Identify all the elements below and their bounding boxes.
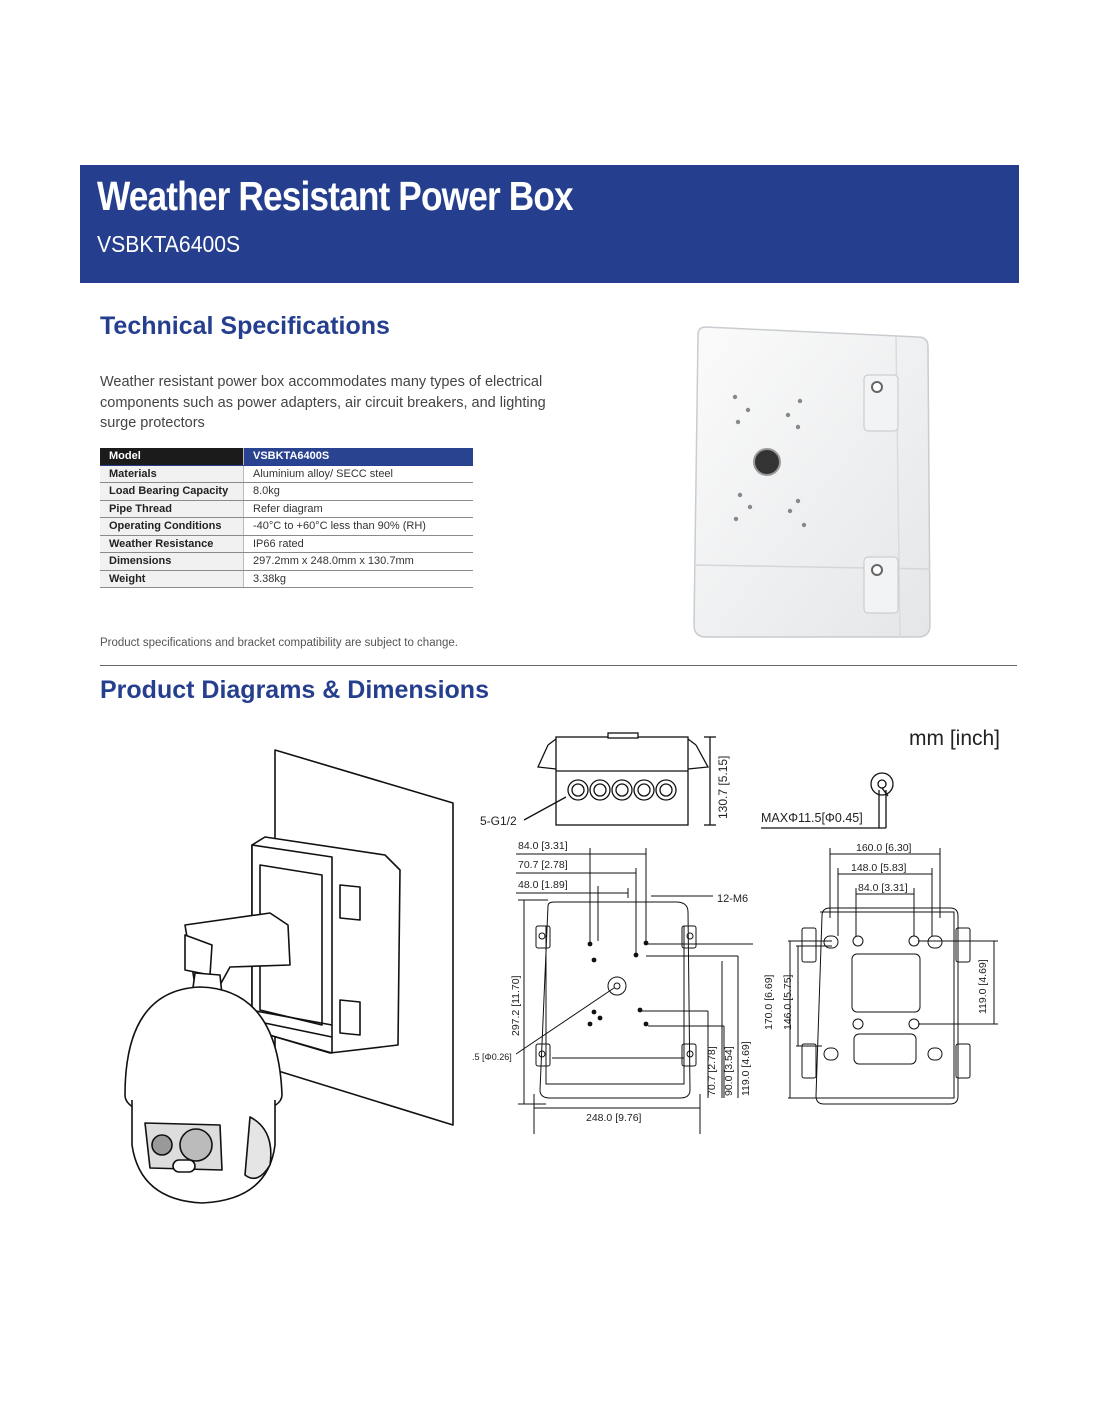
top-view-diagram: 5-G1/2 130.7 [5.15] — [480, 732, 730, 828]
dim-v90-label: 90.0 [3.54] — [723, 1046, 735, 1096]
product-photo — [693, 326, 931, 638]
dim-84-label: 84.0 [3.31] — [518, 840, 568, 852]
page-title: Weather Resistant Power Box — [97, 173, 574, 219]
table-row: Load Bearing Capacity 8.0kg — [100, 482, 473, 501]
model-number: VSBKTA6400S — [97, 231, 241, 257]
description: Weather resistant power box accommodates… — [100, 374, 546, 431]
front-view-diagram: 84.0 [3.31] 70.7 [2.78] 48.0 [1.89] 12-M… — [472, 840, 753, 1134]
spec-label: Dimensions — [100, 552, 244, 571]
tech-spec-heading: Technical Specifications — [100, 312, 390, 340]
depth-label: 130.7 [5.15] — [716, 756, 730, 819]
pipe-thread-label: 5-G1/2 — [480, 814, 517, 828]
cable-hole — [753, 448, 781, 476]
dim-148-label: 148.0 [5.83] — [851, 862, 907, 874]
table-row: Operating Conditions -40°C to +60°C less… — [100, 517, 473, 536]
max-hole-label: MAXΦ11.5[Φ0.45] — [761, 811, 863, 825]
spec-label: Weight — [100, 570, 244, 588]
dim-160-label: 160.0 [6.30] — [856, 842, 912, 854]
dim-r119-label: 119.0 [4.69] — [977, 959, 989, 1014]
spec-label: Weather Resistance — [100, 535, 244, 553]
spec-table-header: Model VSBKTA6400S — [100, 448, 473, 466]
section-divider — [100, 665, 1017, 666]
spec-value: Refer diagram — [243, 500, 473, 518]
table-row: Dimensions 297.2mm x 248.0mm x 130.7mm — [100, 552, 473, 571]
spec-value: 297.2mm x 248.0mm x 130.7mm — [243, 552, 473, 571]
back-view-diagram: 160.0 [6.30] 148.0 [5.83] 84.0 [3.31] 17… — [763, 842, 998, 1105]
table-row: Materials Aluminium alloy/ SECC steel — [100, 465, 473, 483]
dim-146-label: 146.0 [5.75] — [782, 974, 794, 1030]
spec-label: Load Bearing Capacity — [100, 482, 244, 501]
units-label: mm [inch] — [909, 727, 1001, 750]
dim-v119-label: 119.0 [4.69] — [740, 1041, 752, 1096]
header-banner: Weather Resistant Power Box VSBKTA6400S — [80, 165, 1019, 283]
spec-value: 3.38kg — [243, 570, 473, 588]
diagrams-heading: Product Diagrams & Dimensions — [100, 676, 489, 704]
dim-v70-label: 70.7 [2.78] — [706, 1046, 718, 1096]
spec-value: VSBKTA6400S — [243, 448, 473, 466]
dim-70-label: 70.7 [2.78] — [518, 859, 568, 871]
spec-label: Materials — [100, 465, 244, 483]
m6-label: 12-M6 — [717, 893, 748, 905]
height-297-label: 297.2 [11.70] — [510, 975, 522, 1036]
dim-170-label: 170.0 [6.69] — [763, 974, 775, 1030]
table-row: Weather Resistance IP66 rated — [100, 535, 473, 553]
width-248-label: 248.0 [9.76] — [586, 1112, 642, 1124]
table-row: Pipe Thread Refer diagram — [100, 500, 473, 518]
spec-value: IP66 rated — [243, 535, 473, 553]
spec-value: -40°C to +60°C less than 90% (RH) — [243, 517, 473, 536]
table-row: Weight 3.38kg — [100, 570, 473, 588]
pipe-thread-ports — [567, 779, 677, 801]
mounted-camera-illustration — [124, 749, 454, 1204]
spec-value: Aluminium alloy/ SECC steel — [243, 465, 473, 483]
dim-r84-label: 84.0 [3.31] — [858, 882, 908, 894]
spec-label: Pipe Thread — [100, 500, 244, 518]
spec-label: Operating Conditions — [100, 517, 244, 536]
spec-label: Model — [100, 448, 244, 466]
hole-diameter-label: .5 [Φ0.26] — [472, 1052, 512, 1062]
spec-value: 8.0kg — [243, 482, 473, 501]
dim-48-label: 48.0 [1.89] — [518, 879, 568, 891]
max-hole-detail: MAXΦ11.5[Φ0.45] — [761, 772, 894, 829]
spec-table: Model VSBKTA6400S Materials Aluminium al… — [100, 448, 473, 588]
disclaimer-note: Product specifications and bracket compa… — [100, 637, 458, 649]
